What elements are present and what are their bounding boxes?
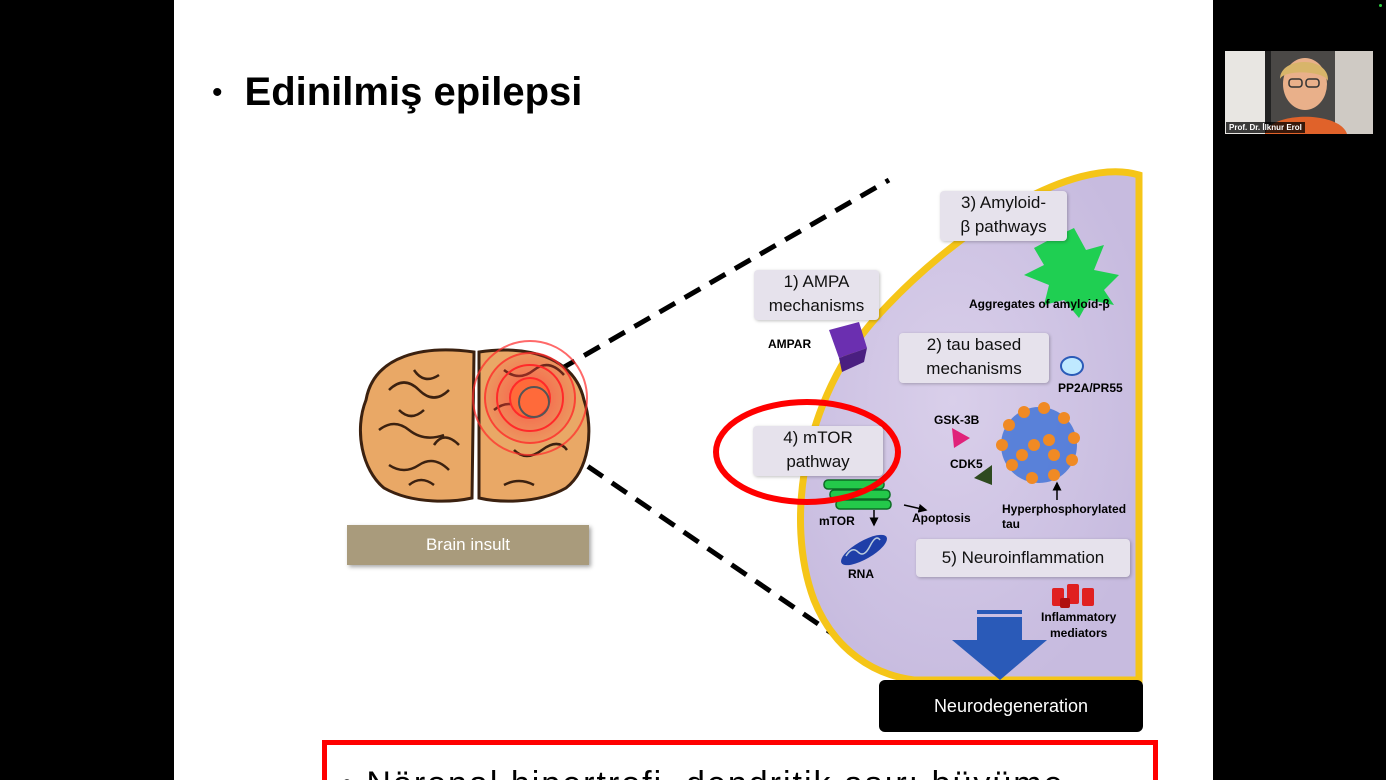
bottom-bullet-text: • Nöronal hipertrofi, dendritik aşırı bü… (341, 765, 1065, 780)
hyper-label-line1: Hyperphosphorylated (1002, 502, 1127, 516)
webcam-thumbnail[interactable]: Prof. Dr. İlknur Erol (1225, 51, 1373, 134)
inflam-label-line2: mediators (1050, 626, 1108, 640)
tau-cluster-icon (996, 402, 1080, 484)
neurodegeneration-arrow (952, 610, 1047, 680)
gsk3b-label: GSK-3B (934, 413, 980, 427)
amyloid-aggregates-label: Aggregates of amyloid-β (969, 297, 1110, 311)
inflammatory-mediators-icon (1052, 584, 1094, 608)
neuroinflammation-label-box: 5) Neuroinflammation (916, 539, 1130, 577)
inflammatory-mediators-label: Inflammatory mediators (1041, 609, 1116, 641)
amyloid-aggregate-icon (1024, 228, 1119, 318)
amyloid-label-box: 3) Amyloid- β pathways (940, 191, 1067, 241)
cdk5-label: CDK5 (950, 457, 983, 471)
title-bullet: • (212, 75, 223, 109)
hyper-label-line2: tau (1002, 517, 1020, 531)
gsk3b-icon (952, 428, 970, 448)
ampa-label-line1: 1) AMPA (783, 272, 850, 291)
brain-insult-box: Brain insult (347, 525, 589, 565)
brain-illustration (359, 340, 591, 503)
ampar-label: AMPAR (768, 337, 812, 351)
presenter-video (1225, 51, 1373, 134)
amyloid-label-line1: 3) Amyloid- (960, 193, 1047, 212)
cdk5-icon (974, 465, 992, 485)
mtor-label-line2: pathway (786, 452, 850, 471)
apoptosis-label: Apoptosis (912, 511, 971, 525)
mtor-protein-label: mTOR (819, 514, 855, 528)
ampa-label-box: 1) AMPA mechanisms (754, 270, 879, 320)
mtor-highlight-circle (713, 399, 901, 505)
slide-title-row: • Edinilmiş epilepsi (212, 70, 582, 115)
mtor-label-box: 4) mTOR pathway (753, 426, 883, 476)
neurodegeneration-box: Neurodegeneration (879, 680, 1143, 732)
mtor-label-line1: 4) mTOR (783, 428, 853, 447)
hyperphosphorylated-tau-label: Hyperphosphorylated tau (1002, 502, 1126, 532)
presentation-slide: • Edinilmiş epilepsi (174, 0, 1213, 780)
inflam-label-line1: Inflammatory (1041, 610, 1117, 624)
highlight-text-box: • Nöronal hipertrofi, dendritik aşırı bü… (322, 740, 1158, 780)
tau-label-line2: mechanisms (926, 359, 1022, 378)
tau-label-box: 2) tau based mechanisms (899, 333, 1049, 383)
pp2a-icon (1060, 356, 1084, 376)
rna-icon (841, 534, 887, 566)
slide-title: Edinilmiş epilepsi (244, 70, 583, 114)
ampa-label-line2: mechanisms (768, 296, 865, 315)
zoom-line-top (557, 177, 891, 373)
status-indicator-icon (1379, 4, 1382, 7)
rna-label: RNA (848, 567, 874, 581)
pp2a-label: PP2A/PR55 (1058, 381, 1123, 395)
ampar-icon (829, 322, 867, 372)
tau-label-line1: 2) tau based (926, 335, 1022, 354)
participant-name-label: Prof. Dr. İlknur Erol (1226, 122, 1305, 133)
amyloid-label-line2: β pathways (960, 217, 1047, 236)
